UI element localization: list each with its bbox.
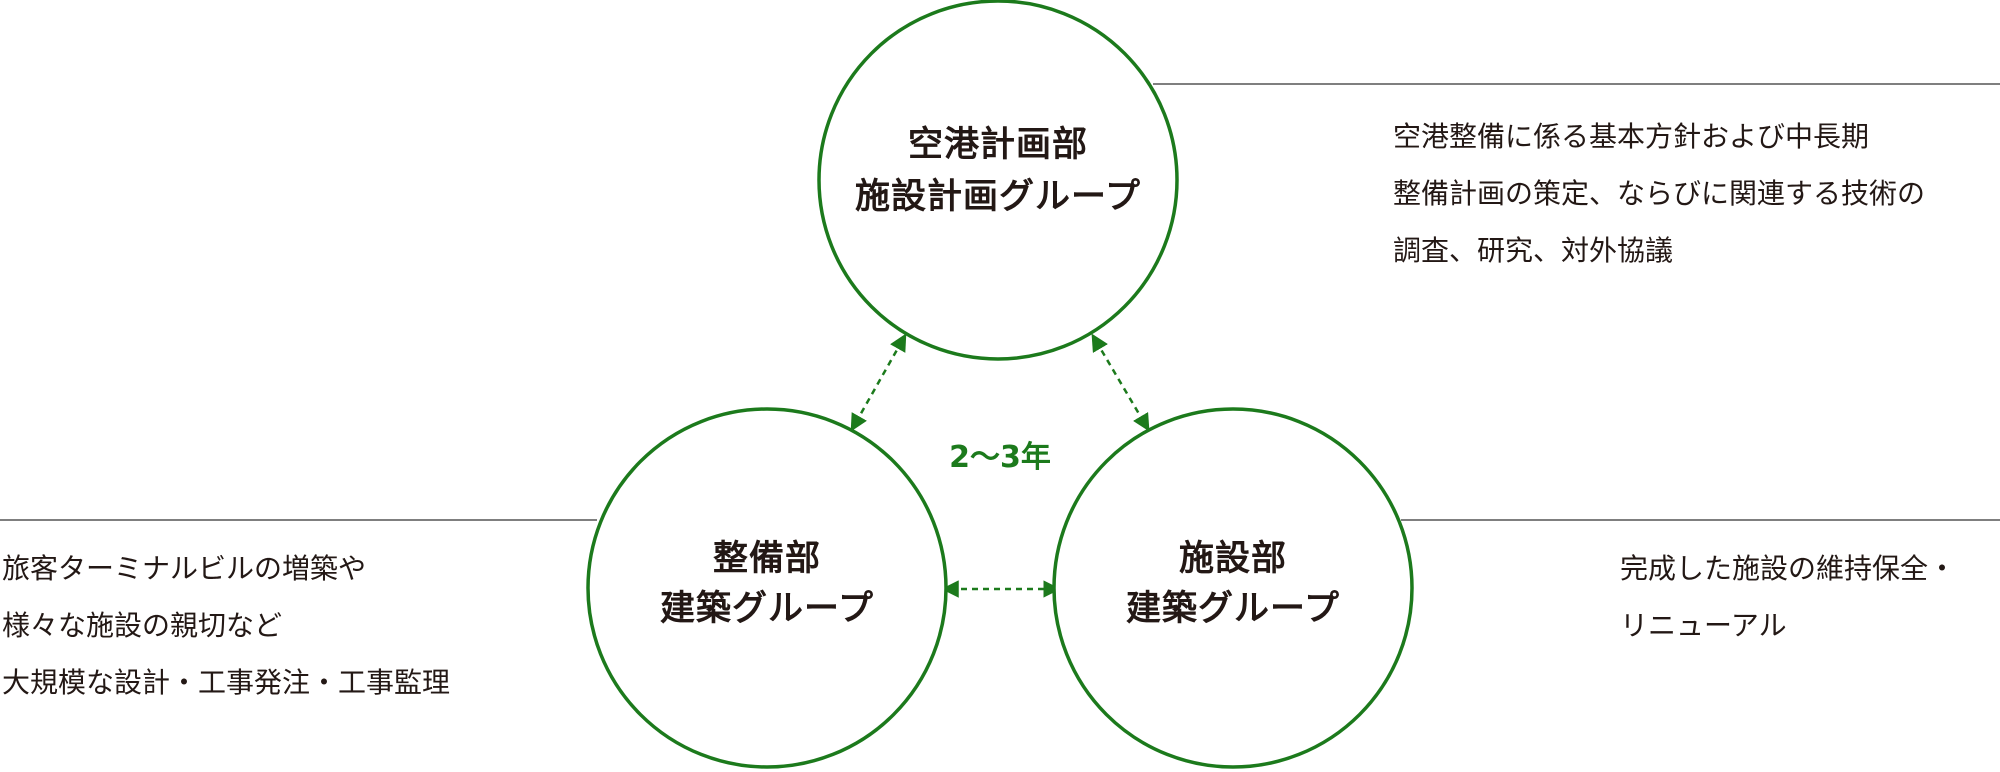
description-line: 整備計画の策定、ならびに関連する技術の	[1393, 177, 1926, 210]
circle-facilities	[1052, 407, 1414, 769]
planning-description: 空港整備に係る基本方針および中長期 整備計画の策定、ならびに関連する技術の 調査…	[1393, 108, 1925, 279]
construction-description: 旅客ターミナルビルの増築や 様々な施設の親切など 大規模な設計・工事発注・工事監…	[2, 540, 450, 711]
rotation-period-label: 2〜3年	[949, 440, 1051, 475]
description-line: リニューアル	[1620, 609, 1787, 642]
description-line: 完成した施設の維持保全・	[1620, 552, 1957, 585]
description-line: 様々な施設の親切など	[2, 609, 283, 642]
facilities-dept-label: 施設部	[1179, 539, 1287, 579]
arrow-planning-construction	[850, 333, 907, 432]
planning-dept-label: 空港計画部	[908, 125, 1088, 165]
facilities-description: 完成した施設の維持保全・ リニューアル	[1620, 540, 1956, 654]
construction-group-label: 建築グループ	[660, 589, 874, 629]
description-line: 空港整備に係る基本方針および中長期	[1393, 120, 1870, 153]
construction-dept-label: 整備部	[713, 539, 821, 579]
planning-group-label: 施設計画グループ	[855, 177, 1141, 217]
description-line: 旅客ターミナルビルの増築や	[2, 552, 367, 585]
circle-construction	[586, 407, 948, 769]
facilities-group-label: 建築グループ	[1126, 589, 1340, 629]
description-line: 調査、研究、対外協議	[1393, 234, 1674, 267]
description-line: 大規模な設計・工事発注・工事監理	[2, 666, 451, 699]
circle-planning	[817, 0, 1179, 361]
arrow-planning-facilities	[1091, 333, 1150, 432]
